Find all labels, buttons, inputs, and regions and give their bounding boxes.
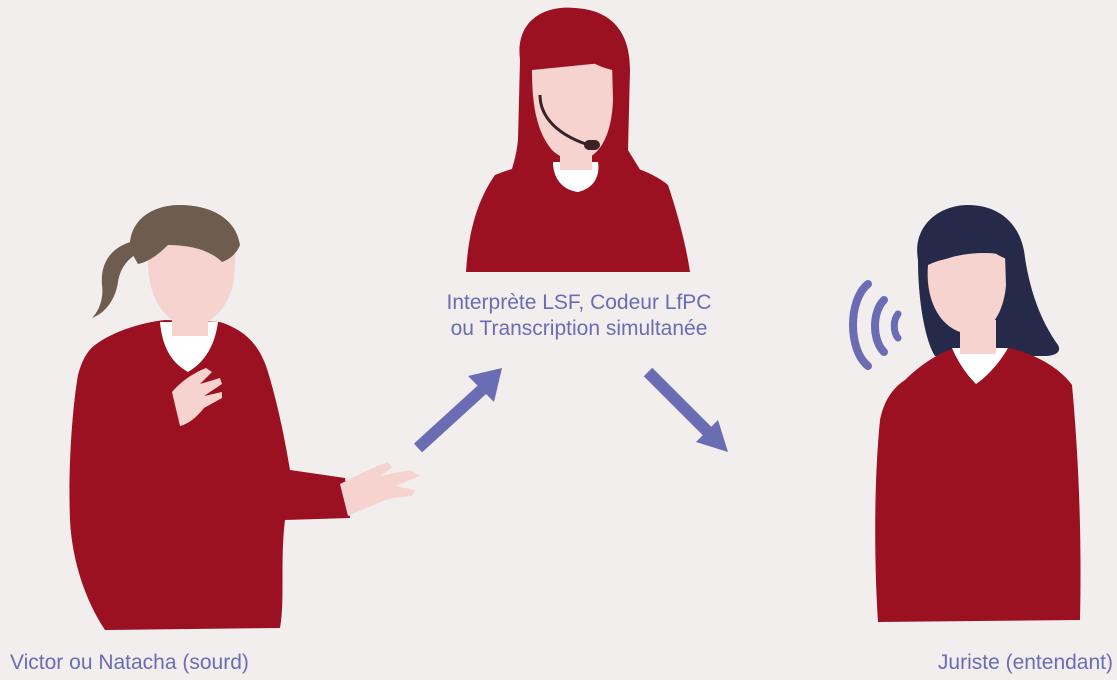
deaf-person-hand-extended: [340, 462, 420, 516]
lawyer-label: Juriste (entendant): [937, 651, 1113, 674]
arrow-up-right-icon: [413, 368, 502, 453]
interpreter-hair-fringe: [524, 18, 627, 72]
interpreter-body: [466, 160, 690, 272]
interpreter-face: [532, 62, 613, 160]
lawyer-hair-fringe: [922, 218, 1016, 262]
deaf-person-face: [147, 241, 236, 326]
interpreter-label-line1: Interprète LSF, Codeur LfPC: [446, 291, 712, 314]
lawyer-body: [875, 348, 1081, 622]
interpreter-label-line2: ou Transcription simultanée: [450, 317, 708, 340]
sound-waves-icon: [849, 280, 902, 370]
deaf-person-hair: [129, 205, 240, 264]
lawyer-collar: [952, 348, 1008, 384]
deaf-person-ponytail: [92, 240, 140, 318]
lawyer-face: [927, 253, 1006, 335]
arrow-down-right-icon: [643, 367, 728, 452]
deaf-person-body: [69, 320, 351, 630]
lawyer-figure: [875, 205, 1081, 622]
deaf-person-label: Victor ou Natacha (sourd): [10, 651, 249, 674]
interpreter-figure: [466, 7, 690, 272]
headset-icon: [538, 94, 600, 150]
deaf-person-hand-chest: [172, 368, 222, 426]
deaf-person-figure: [69, 205, 420, 630]
interpreter-label: Interprète LSF, Codeur LfPC ou Transcrip…: [404, 290, 754, 342]
